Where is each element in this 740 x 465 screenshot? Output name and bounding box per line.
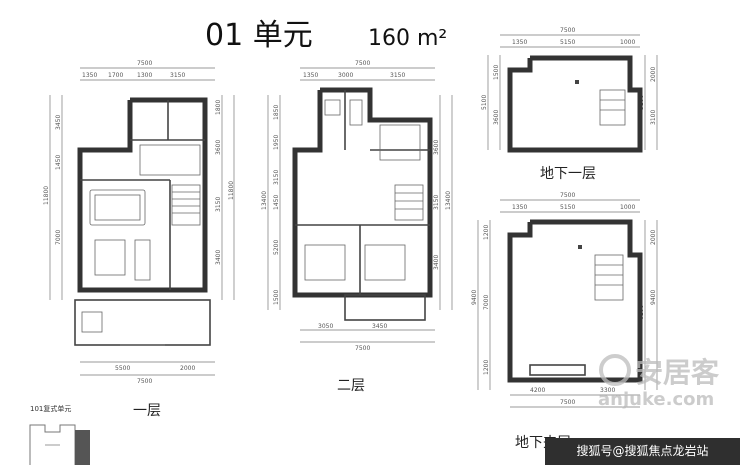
dim-label: 3150 [433, 195, 440, 210]
dim-label: 1450 [273, 195, 280, 210]
dim-label: 1000 [620, 204, 635, 211]
unit-title: 01 单元 [205, 18, 313, 53]
dim-label: 1350 [82, 72, 97, 79]
dim-label: 7500 [137, 378, 152, 385]
dim-label: 1700 [108, 72, 123, 79]
dim-label: 11800 [43, 186, 50, 205]
anjuke-logo-icon [599, 354, 631, 386]
dim-label: 7500 [560, 27, 575, 34]
dim-label: 3450 [372, 323, 387, 330]
floor-label-first: 一层 [133, 403, 161, 419]
dim-label: 3100 [650, 110, 657, 125]
dim-label: 7500 [560, 192, 575, 199]
dim-label: 3150 [215, 197, 222, 212]
dim-label: 1500 [493, 65, 500, 80]
dim-label: 7500 [560, 399, 575, 406]
dim-label: 1200 [483, 225, 490, 240]
first-floor-plan: 7500 1350 1700 1300 3150 3450 1450 11800… [43, 60, 235, 419]
dim-label: 1350 [512, 204, 527, 211]
dim-label: 1450 [55, 155, 62, 170]
dim-label: 3400 [215, 250, 222, 265]
dim-label: 2000 [650, 67, 657, 82]
key-map-label: 101复式单元 [30, 404, 71, 413]
dim-label: 1950 [273, 135, 280, 150]
dim-label: 3600 [215, 140, 222, 155]
floor-label-second: 二层 [337, 378, 365, 394]
unit-area: 160 m² [368, 26, 447, 51]
dim-label: 2000 [180, 365, 195, 372]
dim-label: 5200 [273, 240, 280, 255]
dim-label: 1350 [303, 72, 318, 79]
watermark-url: anjuke.com [598, 389, 714, 410]
dim-label: 2000 [650, 230, 657, 245]
dim-label: 7500 [355, 345, 370, 352]
basement-mezzanine-plan: 7500 1350 5150 1000 1200 9400 7000 1200 … [471, 192, 658, 451]
source-credit-bar: 搜狐号@搜狐焦点龙岩站 [545, 438, 740, 465]
dim-label: 5100 [481, 95, 488, 110]
dim-label: 3300 [600, 387, 615, 394]
dim-label: 3000 [338, 72, 353, 79]
dim-label: 1200 [483, 360, 490, 375]
unit-key-map: 101复式单元 [29, 404, 90, 465]
dim-label: 5500 [115, 365, 130, 372]
dim-label: 3150 [273, 170, 280, 185]
dim-label: 3150 [170, 72, 185, 79]
dim-label: 9400 [650, 290, 657, 305]
dim-label: 5150 [560, 204, 575, 211]
dim-label: 3400 [433, 255, 440, 270]
floor-label-basement: 地下一层 [540, 166, 596, 182]
dim-label: 5150 [560, 39, 575, 46]
dim-label: 1000 [620, 39, 635, 46]
dim-label: 1500 [273, 290, 280, 305]
dim-label: 7000 [55, 230, 62, 245]
second-floor-plan: 7500 1350 3000 3150 1850 1950 3150 1450 … [261, 60, 453, 394]
dim-label: 11800 [228, 181, 235, 200]
dim-label: 3600 [433, 140, 440, 155]
dim-label: 4200 [530, 387, 545, 394]
anjuke-watermark: 安居客 anjuke.com [598, 354, 720, 410]
dim-label: 1800 [215, 100, 222, 115]
dim-label: 9400 [471, 290, 478, 305]
basement-floor-plan: 7500 1350 5150 1000 1500 5100 3600 2000 … [481, 27, 658, 182]
dim-label: 7500 [137, 60, 152, 67]
dim-label: 3150 [390, 72, 405, 79]
dim-label: 3600 [493, 110, 500, 125]
dim-label: 13400 [445, 191, 452, 210]
dim-label: 3450 [55, 115, 62, 130]
dim-label: 3050 [318, 323, 333, 330]
dim-label: 13400 [261, 191, 268, 210]
dim-label: 7000 [483, 295, 490, 310]
dim-label: 1350 [512, 39, 527, 46]
dim-label: 7500 [355, 60, 370, 67]
dim-label: 1850 [273, 105, 280, 120]
dim-label: 1300 [137, 72, 152, 79]
watermark-brand: 安居客 [635, 356, 720, 389]
